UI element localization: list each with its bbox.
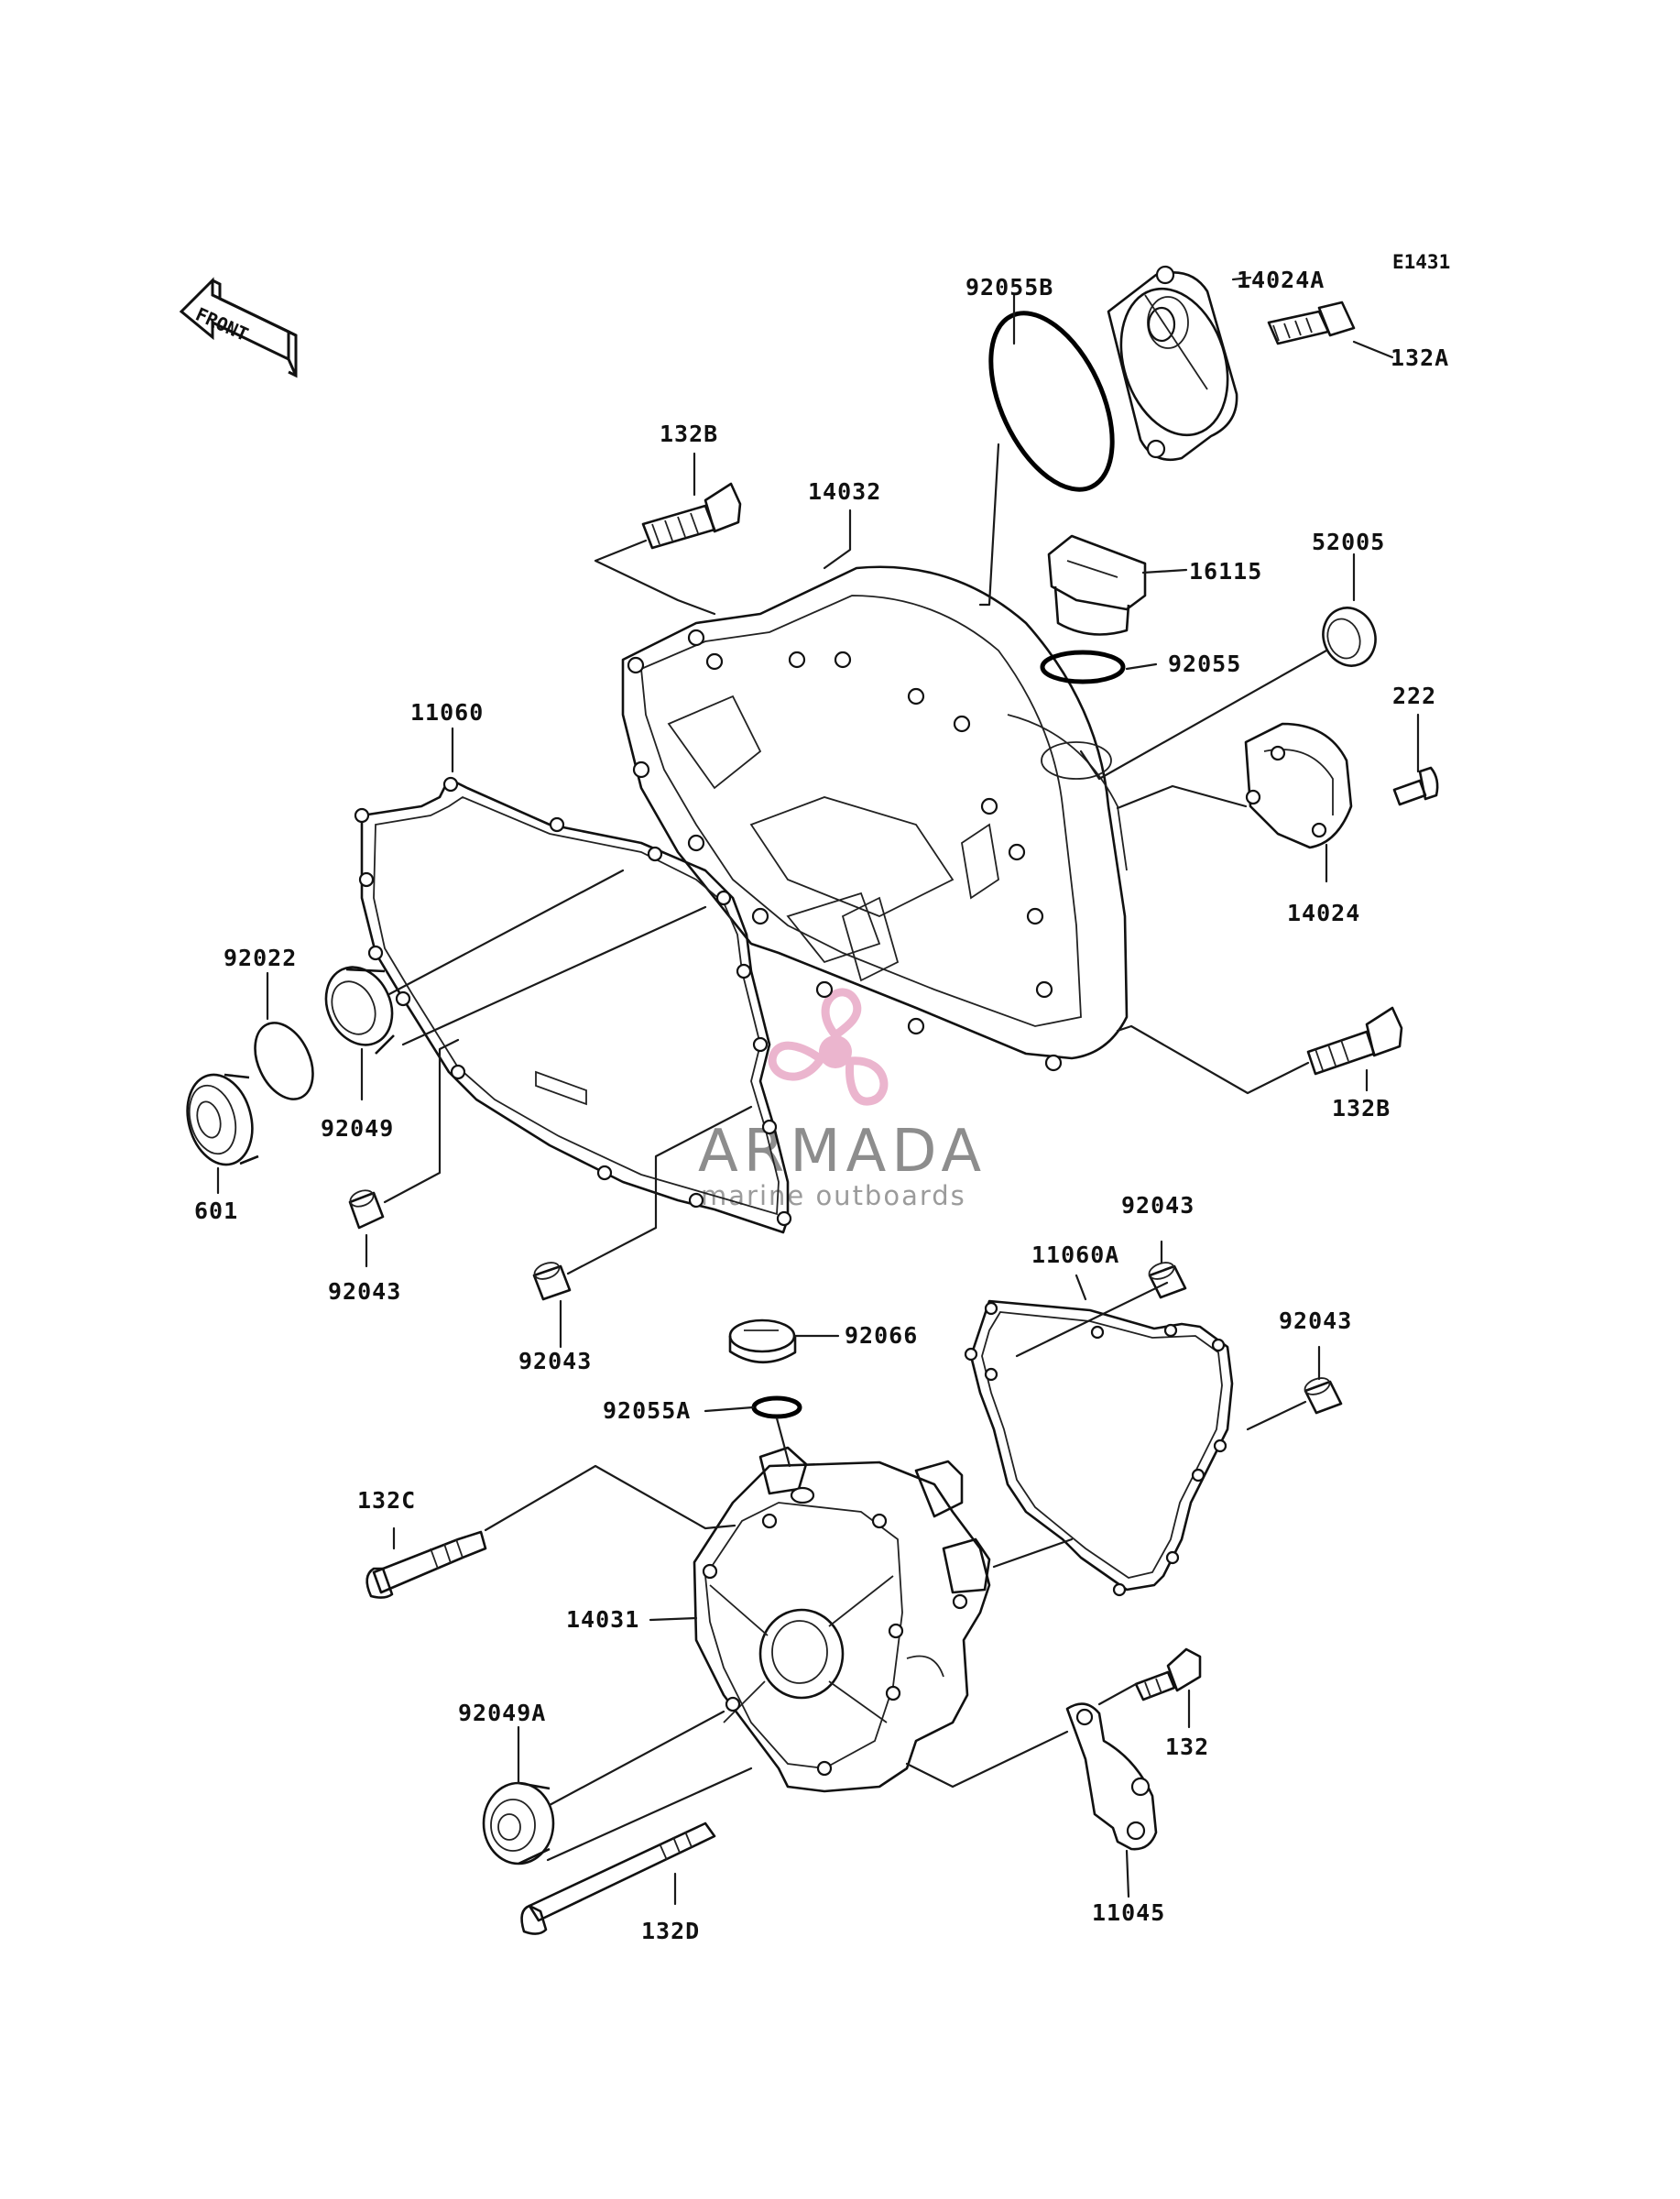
watermark-brand: ARMADA — [698, 1118, 987, 1186]
label-14032: 14032 — [808, 478, 881, 505]
part-92066-plug — [728, 1318, 797, 1363]
part-14032-clutch-cover — [621, 565, 1129, 1072]
part-52005-oil-seal — [1322, 607, 1377, 667]
part-92022-shim — [254, 1022, 314, 1100]
part-92055A-oring — [751, 1395, 802, 1419]
label-92055B: 92055B — [965, 274, 1053, 301]
label-601: 601 — [194, 1198, 238, 1224]
part-92043-dowel-left — [348, 1189, 385, 1230]
label-132: 132 — [1165, 1734, 1209, 1760]
part-14024A-cover-cap — [1107, 265, 1238, 462]
label-92043-upper-right: 92043 — [1121, 1192, 1195, 1219]
label-92055: 92055 — [1168, 651, 1241, 677]
part-601-bearing — [186, 1073, 259, 1166]
label-132B-top: 132B — [660, 421, 718, 447]
part-92055B-oring — [988, 311, 1115, 492]
leader-lines — [216, 276, 1420, 1906]
part-14031-generator-cover — [693, 1446, 991, 1793]
label-92066: 92066 — [845, 1322, 918, 1349]
label-92049A: 92049A — [458, 1700, 546, 1726]
part-132-bolt — [1134, 1647, 1202, 1701]
label-92022: 92022 — [224, 945, 297, 971]
label-14031: 14031 — [566, 1606, 639, 1633]
label-222: 222 — [1392, 683, 1436, 709]
part-92049A-oil-seal — [482, 1781, 555, 1865]
watermark-tagline: marine outboards — [701, 1180, 966, 1211]
armada-watermark: ARMADA marine outboards — [698, 988, 987, 1211]
part-132B-bolt-top — [641, 482, 742, 550]
part-14024-cover-plate — [1244, 722, 1353, 849]
label-92043-far-right: 92043 — [1279, 1307, 1352, 1334]
label-92043-left: 92043 — [328, 1278, 401, 1305]
label-132D: 132D — [641, 1918, 700, 1944]
part-92049-oil-seal — [324, 966, 395, 1055]
label-11060: 11060 — [410, 699, 484, 726]
label-11045: 11045 — [1092, 1899, 1165, 1926]
label-16115: 16115 — [1189, 558, 1262, 585]
part-132D-bolt — [520, 1822, 716, 1935]
part-11045-bracket — [1065, 1702, 1158, 1851]
part-132C-bolt — [365, 1530, 487, 1599]
label-92043-center: 92043 — [518, 1348, 592, 1374]
label-14024: 14024 — [1287, 900, 1360, 926]
part-132A-bolt — [1267, 301, 1356, 345]
label-132B-right: 132B — [1332, 1095, 1391, 1121]
label-132C: 132C — [357, 1487, 416, 1514]
label-92055A: 92055A — [603, 1397, 691, 1424]
label-52005: 52005 — [1312, 529, 1385, 555]
part-92043-dowel-upper-right — [1148, 1262, 1187, 1299]
part-132B-bolt-right — [1306, 1006, 1403, 1076]
part-92043-dowel-center — [532, 1262, 572, 1301]
part-16115-filler-cap — [1047, 534, 1147, 636]
part-92043-dowel-far-right — [1304, 1377, 1343, 1415]
part-11060A-gasket — [964, 1299, 1234, 1597]
propeller-logo-icon — [768, 988, 889, 1106]
part-11060-gasket — [354, 776, 792, 1234]
part-92055-oring — [1040, 650, 1126, 684]
front-arrow-icon: FRONT — [179, 277, 298, 378]
label-11060A: 11060A — [1031, 1242, 1119, 1268]
part-222-screw — [1392, 766, 1439, 806]
label-132A: 132A — [1391, 345, 1449, 371]
label-92049: 92049 — [321, 1115, 394, 1142]
label-14024A: 14024A — [1237, 267, 1325, 293]
diagram-ref-code: E1431 — [1392, 251, 1450, 273]
